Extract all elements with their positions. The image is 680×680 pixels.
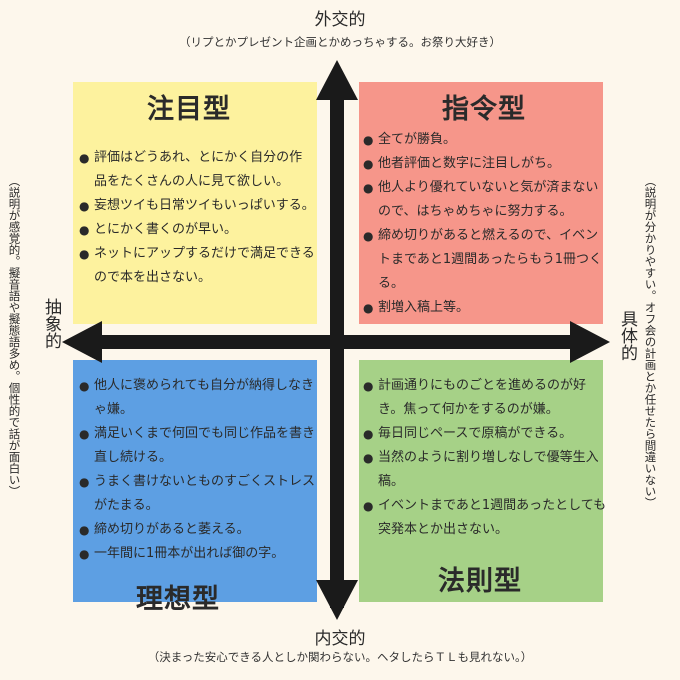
quadrant-list-bottom-right: 計画通りにものごとを進めるのが好き。焦って何かをするのが嫌。 毎日同じペースで原… bbox=[363, 374, 607, 542]
axis-left-note: （説明が感覚的。擬音語や擬態語多め。個性的で話が面白い） bbox=[7, 175, 22, 497]
list-item: 当然のように割り増しなしで優等生入稿。 bbox=[363, 446, 607, 494]
quadrant-list-bottom-left: 他人に褒められても自分が納得しなきゃ嫌。 満足いくまで何回でも同じ作品を書き直し… bbox=[79, 374, 315, 566]
axis-bottom-title: 内交的 bbox=[314, 629, 366, 649]
horizontal-axis-line bbox=[95, 335, 585, 349]
axis-bottom-note: （決まった安心できる人としか関わらない。ヘタしたらＴＬも見れない。） bbox=[147, 650, 533, 664]
list-item: 妄想ツイも日常ツイもいっぱいする。 bbox=[79, 194, 315, 218]
list-item: 他者評価と数字に注目しがち。 bbox=[363, 152, 607, 176]
list-item: とにかく書くのが早い。 bbox=[79, 218, 315, 242]
list-item: ネットにアップするだけで満足できるので本を出さない。 bbox=[79, 242, 315, 290]
quadrant-title-top-left: 注目型 bbox=[147, 94, 231, 125]
list-item: 他人より優れていないと気が済まないので、はちゃめちゃに努力する。 bbox=[363, 176, 607, 224]
quadrant-title-bottom-right: 法則型 bbox=[438, 566, 522, 597]
quadrant-list-top-left: 評価はどうあれ、とにかく自分の作品をたくさんの人に見て欲しい。 妄想ツイも日常ツ… bbox=[79, 146, 315, 290]
axis-top-note: （リプとかプレゼント企画とかめっちゃする。お祭り大好き） bbox=[179, 35, 501, 49]
quadrant-title-top-right: 指令型 bbox=[442, 94, 526, 125]
list-item: 割増入稿上等。 bbox=[363, 296, 607, 320]
axis-top-title: 外交的 bbox=[314, 10, 366, 30]
up-arrow-head bbox=[316, 60, 358, 100]
list-item: 一年間に1冊本が出れば御の字。 bbox=[79, 542, 315, 566]
list-item: 評価はどうあれ、とにかく自分の作品をたくさんの人に見て欲しい。 bbox=[79, 146, 315, 194]
axis-right-note: （説明が分かりやすい。オフ会の計画とか任せたら間違いない） bbox=[643, 175, 658, 509]
down-arrow-head bbox=[316, 580, 358, 620]
list-item: 計画通りにものごとを進めるのが好き。焦って何かをするのが嫌。 bbox=[363, 374, 607, 422]
list-item: 全てが勝負。 bbox=[363, 128, 607, 152]
list-item: 毎日同じペースで原稿ができる。 bbox=[363, 422, 607, 446]
list-item: イベントまであと1週間あったとしても突発本とか出さない。 bbox=[363, 494, 607, 542]
list-item: うまく書けないとものすごくストレスがたまる。 bbox=[79, 470, 315, 518]
list-item: 満足いくまで何回でも同じ作品を書き直し続ける。 bbox=[79, 422, 315, 470]
list-item: 他人に褒められても自分が納得しなきゃ嫌。 bbox=[79, 374, 315, 422]
list-item: 締め切りがあると萎える。 bbox=[79, 518, 315, 542]
quadrant-title-bottom-left: 理想型 bbox=[136, 584, 220, 615]
axis-left-title: 抽象的 bbox=[41, 298, 61, 349]
right-arrow-head bbox=[570, 321, 610, 363]
list-item: 締め切りがあると燃えるので、イベントまであと1週間あったらもう1冊つくる。 bbox=[363, 224, 607, 296]
axis-right-title: 具体的 bbox=[617, 310, 637, 361]
left-arrow-head bbox=[62, 321, 102, 363]
vertical-axis-line bbox=[330, 92, 344, 608]
quadrant-list-top-right: 全てが勝負。 他者評価と数字に注目しがち。 他人より優れていないと気が済まないの… bbox=[363, 128, 607, 320]
